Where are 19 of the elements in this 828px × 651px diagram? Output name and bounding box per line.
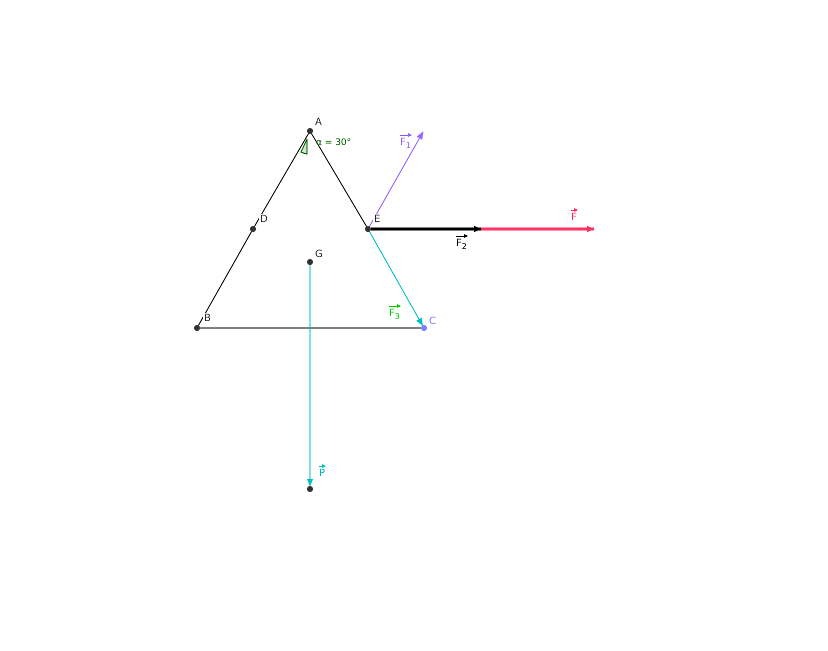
triangle-side bbox=[311, 133, 367, 227]
vector-label: F$_{2}$ bbox=[456, 234, 467, 249]
point-label: B bbox=[203, 313, 212, 324]
point-label: D bbox=[259, 214, 269, 225]
point-label: G bbox=[314, 249, 324, 260]
vector-label: F bbox=[571, 208, 577, 223]
vector-label: F$_{1}$ bbox=[400, 133, 411, 148]
force-vector bbox=[368, 131, 424, 227]
point-label: E bbox=[373, 214, 382, 225]
force-vector bbox=[371, 226, 482, 232]
angle-label: α = 30° bbox=[316, 138, 352, 148]
triangle-side bbox=[254, 133, 309, 227]
force-vector bbox=[368, 231, 424, 326]
vector-label: P bbox=[319, 464, 326, 479]
point-label: A bbox=[314, 117, 323, 128]
triangle-side bbox=[198, 231, 252, 326]
force-vector bbox=[306, 264, 314, 487]
point-label: C bbox=[428, 316, 437, 327]
vector-label: F$_{3}$ bbox=[389, 304, 400, 319]
